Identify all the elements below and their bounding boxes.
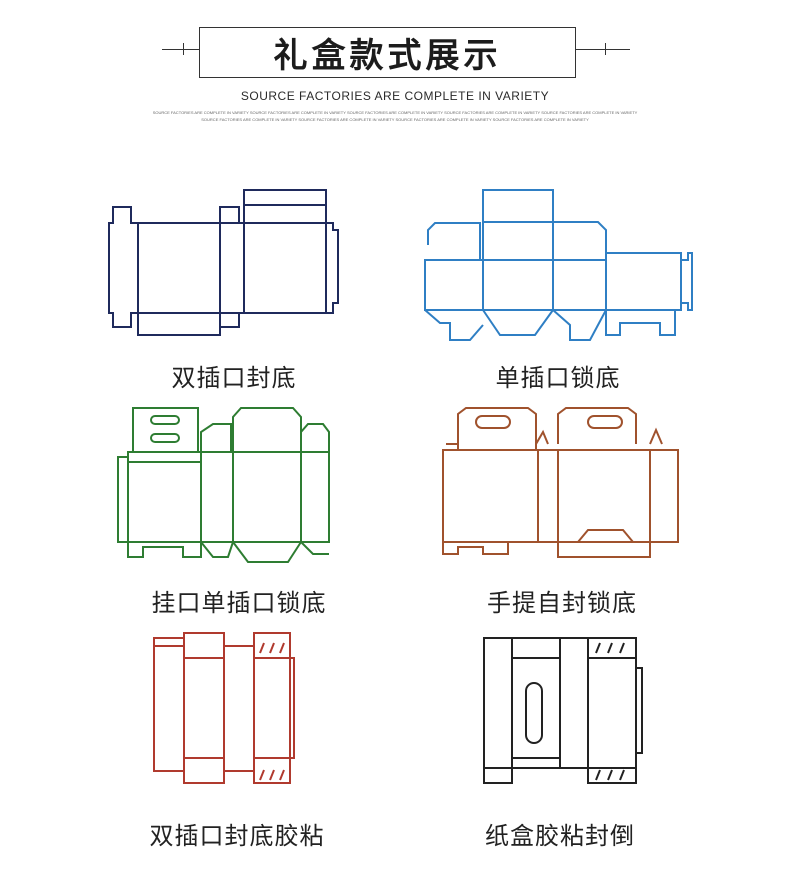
caption-box-5: 双插口封底胶粘 bbox=[149, 822, 325, 850]
double-tuck-box-dieline-icon bbox=[105, 185, 350, 340]
hanger-tuck-lock-bottom-dieline-icon bbox=[113, 402, 343, 572]
caption-box-4: 手提自封锁底 bbox=[487, 589, 637, 617]
caption-box-2: 单插口锁底 bbox=[495, 364, 621, 392]
micro-text-2: SOURCE FACTORIES ARE COMPLETE IN VARIETY… bbox=[201, 117, 589, 122]
right-decor-tick bbox=[605, 43, 606, 55]
paper-box-glued-dieline-icon bbox=[476, 628, 656, 793]
caption-box-1: 双插口封底 bbox=[171, 364, 297, 392]
left-decor-tick bbox=[183, 43, 184, 55]
caption-box-6: 纸盒胶粘封倒 bbox=[485, 822, 635, 850]
handle-self-lock-dieline-icon bbox=[438, 402, 688, 567]
right-decor-line bbox=[576, 49, 630, 50]
page-subtitle: SOURCE FACTORIES ARE COMPLETE IN VARIETY bbox=[240, 89, 550, 103]
micro-text-1: SOURCE FACTORIES ARE COMPLETE IN VARIETY… bbox=[152, 110, 638, 115]
single-tuck-lock-bottom-dieline-icon bbox=[420, 185, 705, 350]
page-title: 礼盒款式展示 bbox=[273, 36, 502, 76]
title-box: 礼盒款式展示 bbox=[199, 27, 576, 78]
double-tuck-glued-dieline-icon bbox=[148, 628, 298, 798]
caption-box-3: 挂口单插口锁底 bbox=[151, 589, 327, 617]
header: 礼盒款式展示 SOURCE FACTORIES ARE COMPLETE IN … bbox=[0, 0, 790, 130]
left-decor-line bbox=[162, 49, 200, 50]
